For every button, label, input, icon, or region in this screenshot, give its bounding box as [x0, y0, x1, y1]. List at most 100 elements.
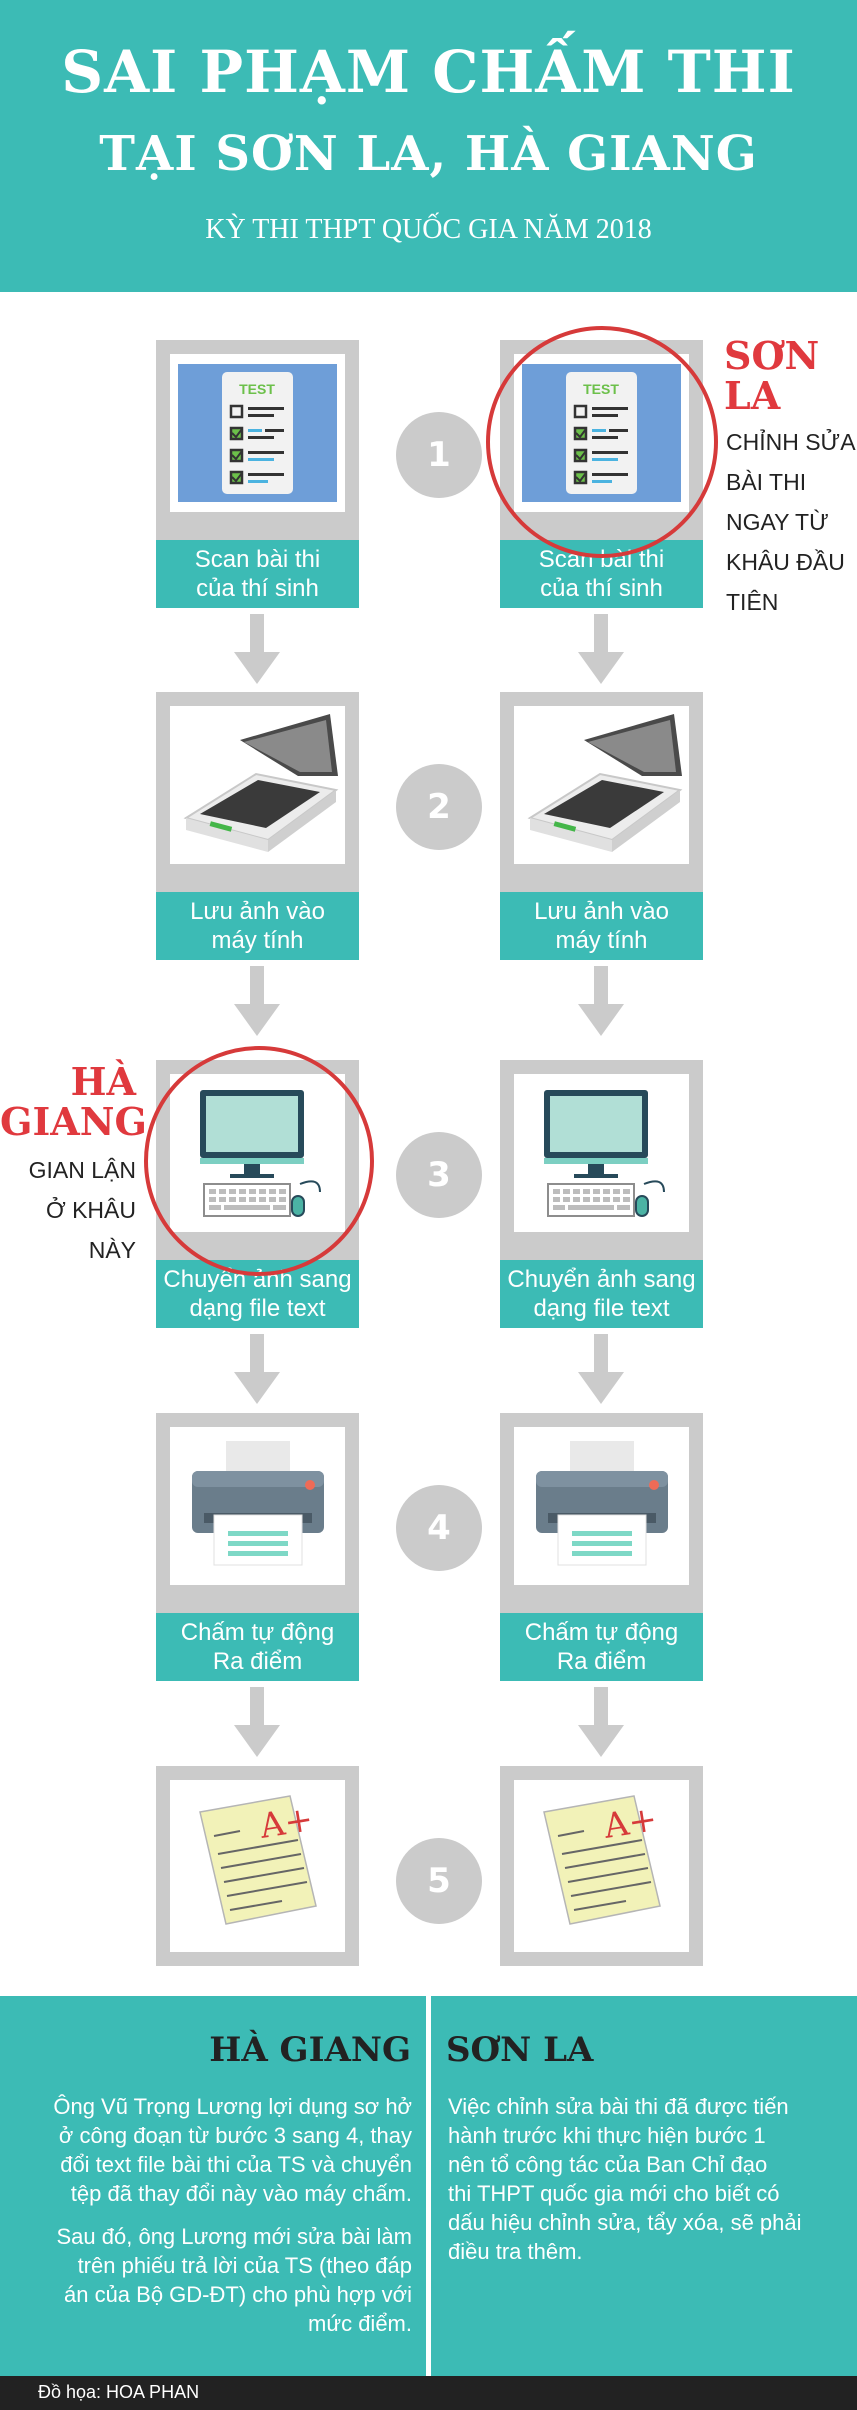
scanner-icon [527, 714, 683, 852]
son-la-heading: SƠN LA [446, 2030, 594, 2070]
text-line: mức điểm. [308, 2311, 412, 2336]
printer-icon [192, 1441, 324, 1566]
step-illustration [170, 1427, 345, 1585]
ha-giang-paragraph-2: Sau đó, ông Lương mới sửa bài làm trên ph… [14, 2222, 413, 2338]
graphic-credit: Đồ họa: HOA PHAN [38, 2382, 200, 2402]
flow-arrow-down-icon [234, 1687, 280, 1757]
text-line: Việc chỉnh sửa bài thi đã được tiến [448, 2094, 789, 2119]
svg-text:A+: A+ [600, 1799, 660, 1847]
flow-arrow-down-icon [578, 1334, 624, 1404]
step-label-line2: của thí sinh [196, 575, 319, 602]
text-line: CHỈNH SỬA [726, 429, 856, 455]
ha-giang-note-desc: GIAN LẬN Ở KHÂU NÀY [0, 1150, 136, 1270]
flow-arrow-down-icon [578, 966, 624, 1036]
step-label-line1: Lưu ảnh vào [534, 898, 669, 925]
text-line: trên phiếu trả lời của TS (theo đáp [77, 2253, 412, 2278]
flow-arrow-down-icon [234, 1334, 280, 1404]
ha-giang-paragraph-1: Ông Vũ Trọng Lương lợi dụng sơ hở ở công … [14, 2092, 412, 2208]
text-line: Sau đó, ông Lương mới sửa bài làm [56, 2224, 413, 2249]
step-label-line2: Ra điểm [212, 1648, 303, 1675]
step-label-line2: của thí sinh [540, 575, 663, 602]
step-illustration [514, 1427, 689, 1585]
text-line: KHÂU ĐẦU [726, 549, 845, 575]
text-line: nên tổ công tác của Ban Chỉ đạo [448, 2152, 768, 2177]
ha-giang-heading: HÀ GIANG [209, 2030, 411, 2070]
son-la-highlight-ring [486, 326, 718, 558]
svg-text:TEST: TEST [239, 381, 275, 397]
step-label-line2: dạng file text [533, 1295, 670, 1322]
subtitle: KỲ THI THPT QUỐC GIA NĂM 2018 [205, 214, 652, 245]
flow-arrow-down-icon [234, 966, 280, 1036]
bottom-panel: HÀ GIANG Ông Vũ Trọng Lương lợi dụng sơ … [0, 1996, 857, 2376]
text-line: Ông Vũ Trọng Lương lợi dụng sơ hở [53, 2094, 412, 2119]
graded-paper-icon: A+ [199, 1795, 317, 1925]
text-line: NÀY [88, 1237, 136, 1263]
step-number-badge: 4 [396, 1485, 482, 1571]
step-illustration [514, 706, 689, 864]
text-line: Ở KHÂU [45, 1197, 136, 1223]
ha-giang-note-title: HÀ GIANG [0, 1059, 147, 1144]
step-label-line1: Chấm tự động [524, 1619, 679, 1646]
header-banner: SAI PHẠM CHẤM THI TẠI SƠN LA, HÀ GIANG K… [0, 0, 857, 292]
step-label-line2: máy tính [555, 927, 648, 954]
step-illustration: TEST [170, 354, 345, 512]
text-line: hành trước khi thực hiện bước 1 [448, 2123, 766, 2148]
step-number-badge: 3 [396, 1132, 482, 1218]
step-label-line1: Chuyển ảnh sang [507, 1266, 696, 1293]
step-illustration: A+ [514, 1780, 689, 1952]
svg-text:A+: A+ [256, 1799, 316, 1847]
step-label-line2: Ra điểm [556, 1648, 647, 1675]
text-line: tệp đã thay đổi này vào máy chấm. [70, 2181, 412, 2206]
step-label-line2: dạng file text [189, 1295, 326, 1322]
step-label-line1: Chấm tự động [180, 1619, 335, 1646]
text-line: ở công đoạn từ bước 3 sang 4, thay [58, 2123, 412, 2148]
text-line: thi THPT quốc gia mới cho biết có [448, 2181, 780, 2206]
footer-bar: Đồ họa: HOA PHAN [0, 2376, 857, 2410]
step-illustration: A+ [170, 1780, 345, 1952]
step-illustration [170, 706, 345, 864]
scanner-icon [183, 714, 339, 852]
step-label-line1: Lưu ảnh vào [190, 898, 325, 925]
text-line: BÀI THI [726, 469, 807, 495]
son-la-note-desc: CHỈNH SỬA BÀI THI NGAY TỪ KHÂU ĐẦU TIÊN [726, 422, 856, 622]
step-illustration [514, 1074, 689, 1232]
step-label-line1: Scan bài thi [194, 546, 321, 573]
flow-arrow-down-icon [578, 614, 624, 684]
panel-divider [426, 1996, 431, 2376]
son-la-paragraph: Việc chỉnh sửa bài thi đã được tiến hành … [448, 2092, 848, 2266]
text-line: dấu hiệu chỉnh sửa, tẩy xóa, sẽ phải [448, 2210, 802, 2235]
text-line: điều tra thêm. [448, 2239, 583, 2264]
step-5-card-son-la: A+ [500, 1766, 703, 1966]
step-number-badge: 1 [396, 412, 482, 498]
main-title-line2: TẠI SƠN LA, HÀ GIANG [99, 126, 758, 182]
text-line: GIAN LẬN [28, 1157, 136, 1183]
son-la-note-title: SƠN LA [724, 333, 820, 418]
text-line: án của Bộ GD-ĐT) cho phù hợp với [63, 2282, 412, 2307]
test-sheet-icon: TEST [170, 354, 345, 512]
flow-arrow-down-icon [234, 614, 280, 684]
text-line: TIÊN [726, 589, 779, 615]
graded-paper-icon: A+ [543, 1795, 661, 1925]
text-line: NGAY TỪ [726, 509, 829, 535]
text-line: đổi text file bài thi của TS và chuyển [60, 2152, 412, 2177]
step-number-badge: 2 [396, 764, 482, 850]
printer-icon [536, 1441, 668, 1566]
step-number-badge: 5 [396, 1838, 482, 1924]
ha-giang-highlight-ring [144, 1046, 374, 1276]
main-title-line1: SAI PHẠM CHẤM THI [61, 38, 796, 106]
step-5-card-ha-giang: A+ [156, 1766, 359, 1966]
computer-icon [544, 1090, 665, 1217]
flow-arrow-down-icon [578, 1687, 624, 1757]
